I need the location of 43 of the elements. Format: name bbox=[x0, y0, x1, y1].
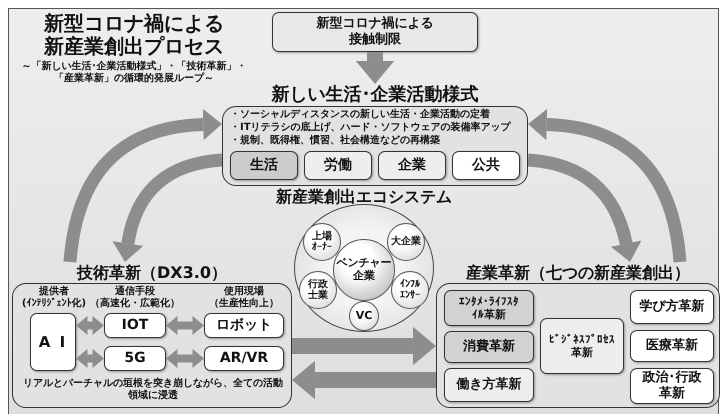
panel-heading: 産業革新（七つの新産業創出） bbox=[466, 263, 690, 282]
process-box: 消費革新 bbox=[444, 331, 534, 363]
column-header: （高速化・広範化） bbox=[89, 298, 181, 310]
column-header: (ｲﾝﾃﾘｼﾞｪﾝﾄ化) bbox=[20, 298, 88, 310]
process-box: 政治･行政革新 bbox=[630, 368, 714, 404]
panel-heading: 新しい生活･企業活動様式 bbox=[272, 84, 478, 105]
arrow bbox=[356, 52, 394, 84]
process-box: 働き方革新 bbox=[444, 368, 534, 402]
double-arrow bbox=[76, 348, 104, 368]
column-header: 通信手段 bbox=[114, 286, 156, 297]
bullet-text: ・規制、既得権、慣習、社会構造などの再構築 bbox=[230, 135, 441, 146]
bullet-text: ・ソーシャルディスタンスの新しい生活・企業活動の定着 bbox=[230, 109, 491, 120]
subtitle: ～「新しい生活･企業活動様式」・「技術革新」・「産業革新」の循環的発展ループ～ bbox=[20, 61, 248, 85]
column-header: （生産性向上） bbox=[208, 298, 280, 310]
process-box: 5G bbox=[104, 346, 166, 371]
column-header: 提供者 bbox=[38, 286, 70, 298]
curved-arrow bbox=[527, 154, 642, 262]
process-box: ロボット bbox=[204, 313, 284, 338]
process-box: ﾋﾞｼﾞﾈｽﾌﾟﾛｾｽ革新 bbox=[540, 318, 624, 374]
process-box: A I bbox=[30, 313, 76, 371]
category-box: 公共 bbox=[452, 151, 520, 180]
panel-heading: 新産業創出エコシステム bbox=[276, 187, 452, 206]
process-box: IOT bbox=[104, 313, 166, 338]
curved-arrow bbox=[64, 108, 222, 263]
process-box: 新型コロナ禍による接触制限 bbox=[272, 12, 478, 52]
process-box: 学び方革新 bbox=[630, 290, 714, 324]
double-arrow bbox=[166, 348, 204, 368]
category-box: 企業 bbox=[378, 151, 446, 180]
double-arrow bbox=[166, 316, 204, 336]
process-box: 医療革新 bbox=[630, 330, 714, 362]
footnote-text: リアルとバーチャルの垣根を突き崩しながら、全ての活動領域に浸透 bbox=[22, 378, 284, 401]
double-arrow bbox=[76, 316, 104, 336]
process-box: AR/VR bbox=[204, 346, 284, 371]
title: 新型コロナ禍による新産業創出プロセス bbox=[42, 12, 225, 58]
arrow bbox=[292, 326, 436, 366]
process-box: ｴﾝﾀﾒ･ﾗｲﾌｽﾀｲﾙ革新 bbox=[444, 290, 534, 326]
panel-heading: 技術革新（DX3.0） bbox=[77, 263, 227, 282]
bullet-text: ・ITリテラシの底上げ、ハード・ソフトウェアの装備率アップ bbox=[230, 122, 512, 134]
column-header: 使用現場 bbox=[222, 286, 265, 297]
arrow bbox=[292, 360, 436, 400]
category-box: 労働 bbox=[304, 151, 372, 180]
curved-arrow bbox=[112, 154, 223, 262]
category-box: 生活 bbox=[230, 151, 298, 180]
